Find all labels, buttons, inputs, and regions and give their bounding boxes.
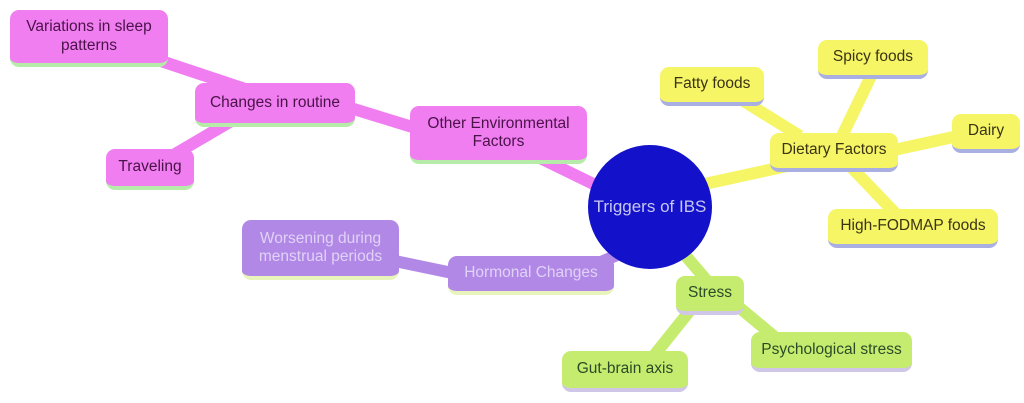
node-label: Variations in sleep patterns [26, 18, 152, 54]
edge-dietary-factors-to-dairy [892, 130, 960, 156]
node-label: Other Environmental Factors [427, 114, 570, 150]
node-psychological-stress: Psychological stress [751, 332, 912, 372]
edge-stress-to-gut-brain-axis [647, 304, 697, 362]
node-label: High-FODMAP foods [840, 217, 986, 235]
node-label: Spicy foods [832, 48, 914, 66]
node-stress: Stress [676, 276, 744, 315]
node-other-environmental-factors: Other Environmental Factors [410, 106, 587, 164]
node-label: Traveling [118, 158, 182, 176]
node-gut-brain-axis: Gut-brain axis [562, 351, 688, 392]
edge-other-environmental-factors-to-changes-in-routine [342, 100, 424, 136]
node-label: Changes in routine [209, 93, 341, 111]
node-high-fodmap-foods: High-FODMAP foods [828, 209, 998, 248]
node-worsening-during-menstrual-periods: Worsening during menstrual periods [242, 220, 399, 280]
edge-dietary-factors-to-high-fodmap-foods [847, 163, 901, 219]
node-label: Dairy [967, 122, 1005, 140]
node-label: Stress [688, 284, 732, 302]
node-variations-in-sleep-patterns: Variations in sleep patterns [10, 10, 168, 67]
node-traveling: Traveling [106, 149, 194, 190]
node-hormonal-changes: Hormonal Changes [448, 256, 614, 295]
node-label: Fatty foods [673, 75, 751, 93]
node-label: Psychological stress [761, 340, 902, 358]
node-spicy-foods: Spicy foods [818, 40, 928, 79]
node-label: Triggers of IBS [593, 197, 707, 216]
node-label: Hormonal Changes [464, 264, 598, 282]
node-dietary-factors: Dietary Factors [770, 133, 898, 172]
node-changes-in-routine: Changes in routine [195, 83, 355, 127]
node-dairy: Dairy [952, 114, 1020, 153]
node-label: Worsening during menstrual periods [258, 229, 383, 265]
node-fatty-foods: Fatty foods [660, 67, 764, 106]
edge-dietary-factors-to-fatty-foods [738, 94, 804, 142]
node-label: Gut-brain axis [576, 360, 674, 378]
node-label: Dietary Factors [781, 141, 887, 159]
node-central: Triggers of IBS [588, 145, 712, 269]
edge-dietary-factors-to-spicy-foods [836, 71, 878, 139]
